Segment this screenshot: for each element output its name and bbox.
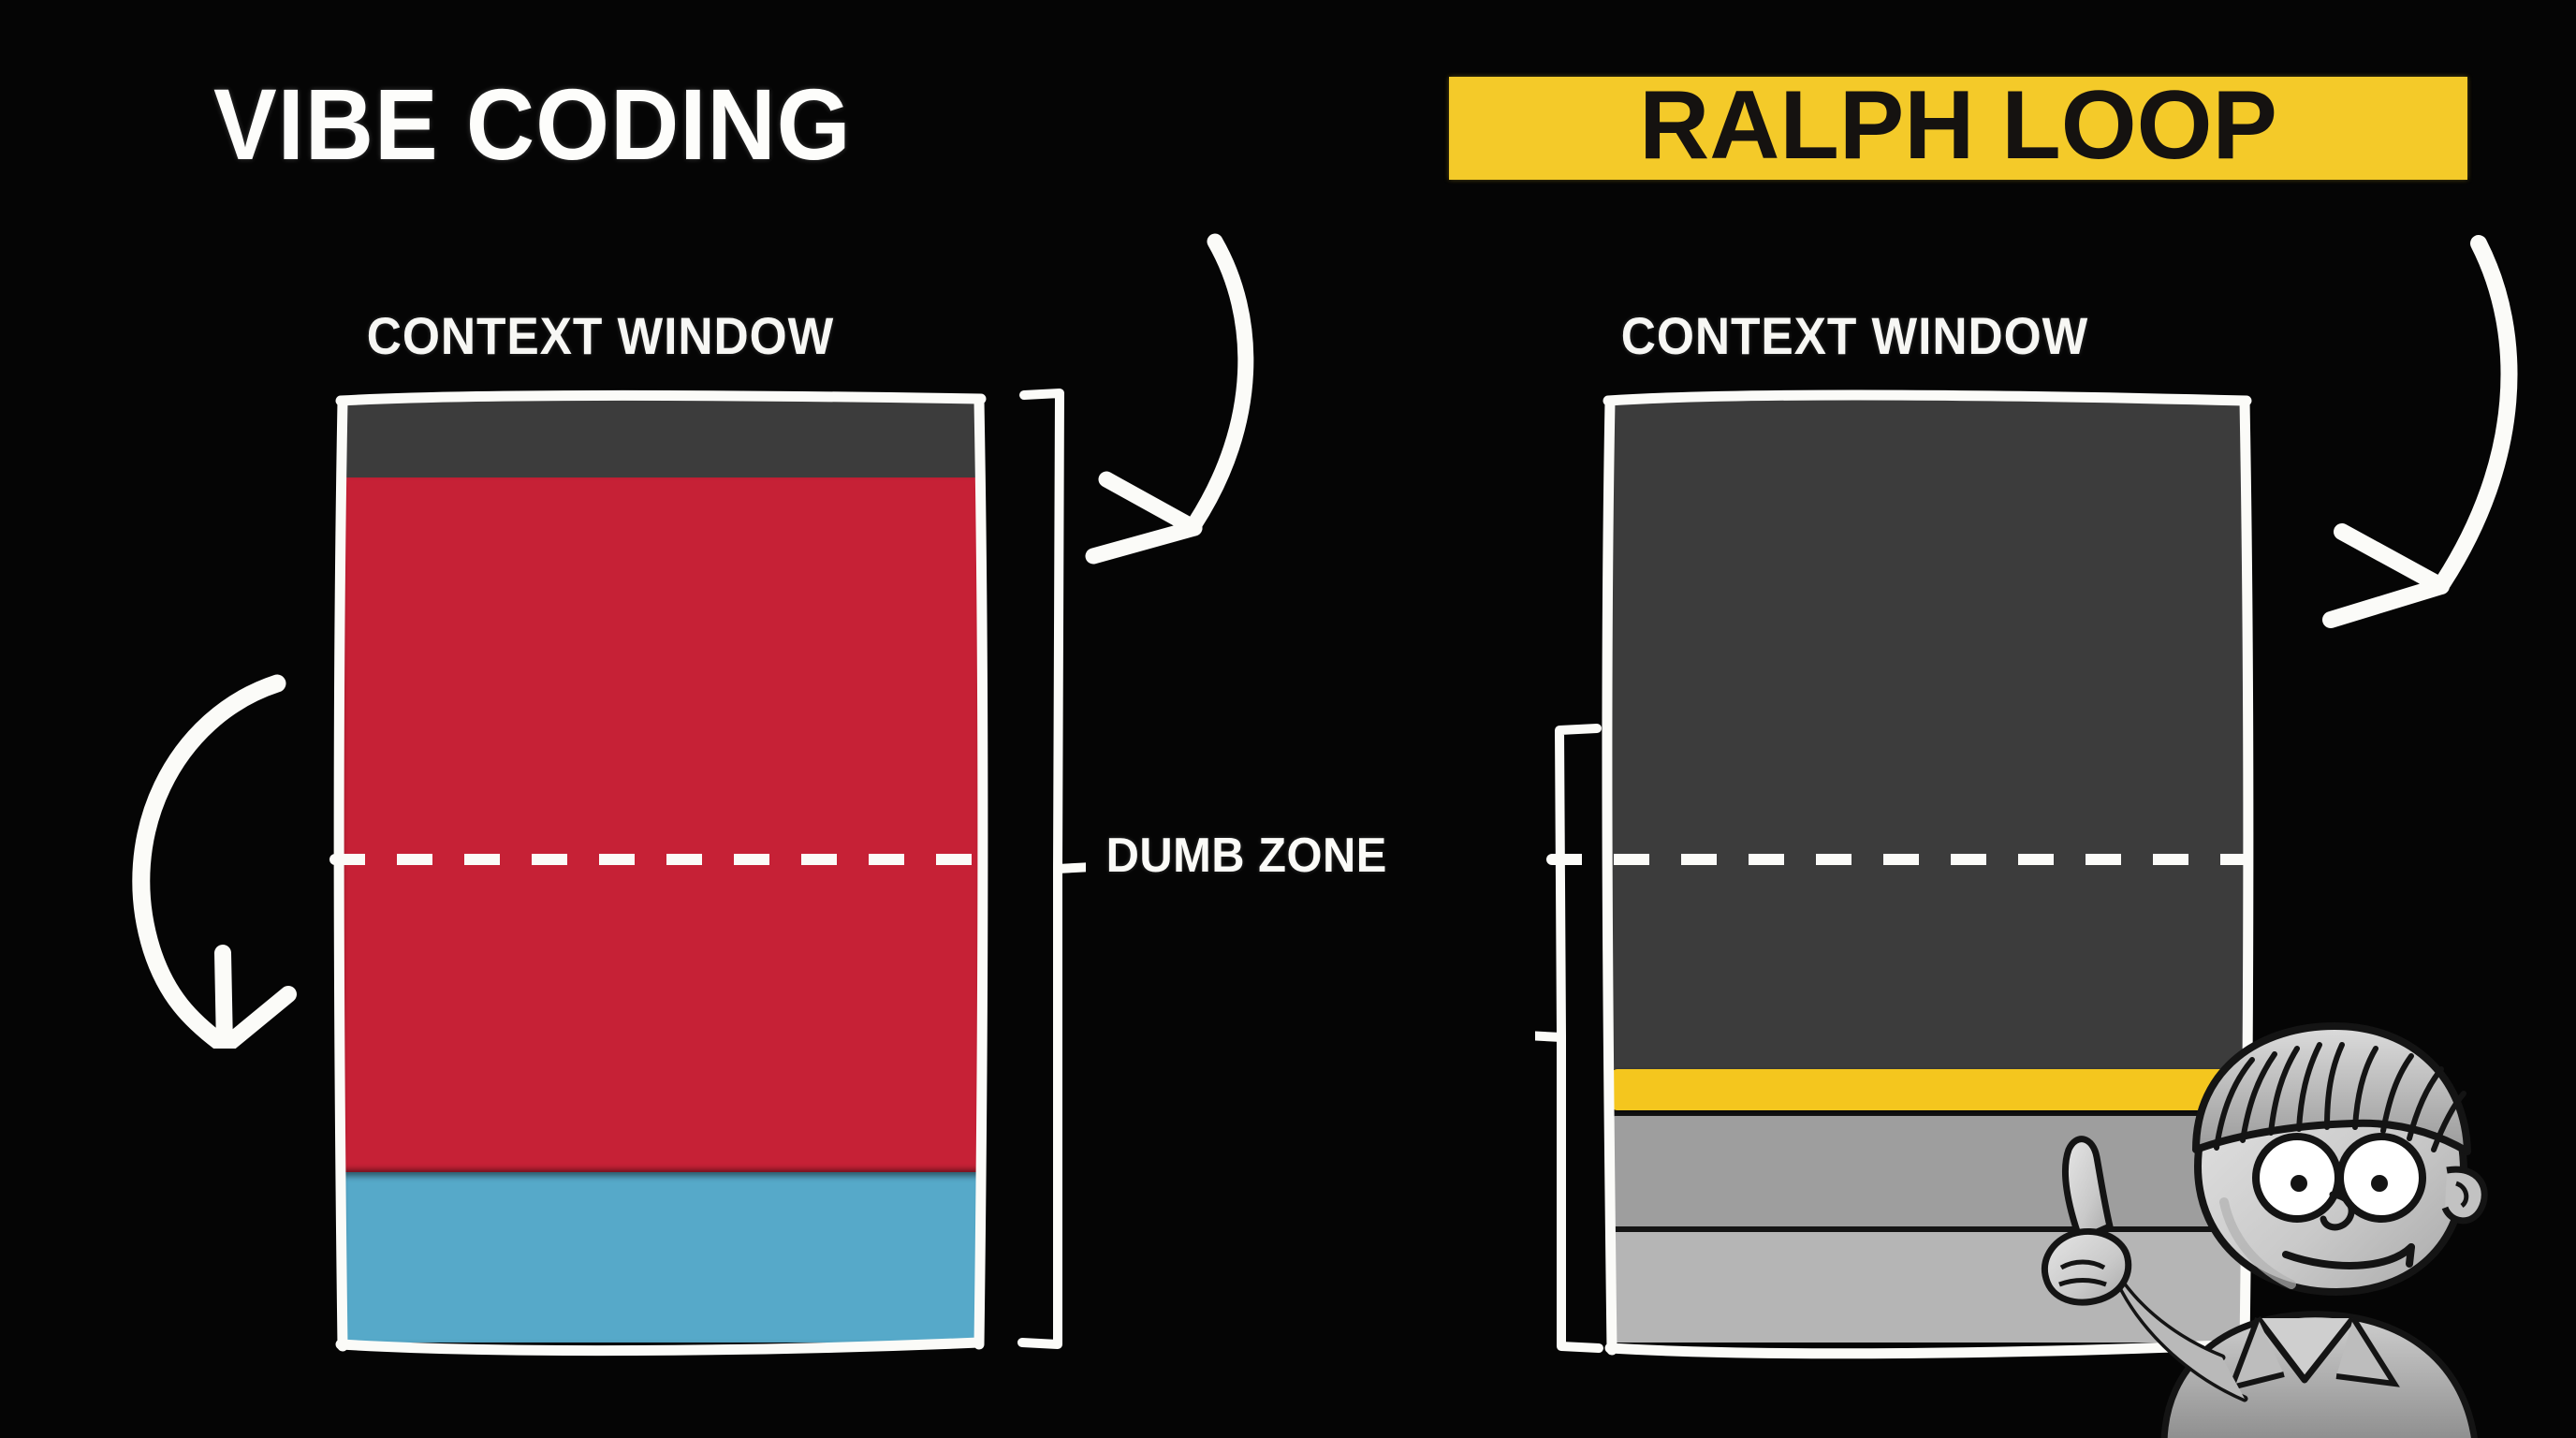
context-window-bar-left [343,399,981,1343]
segment-unused-headroom [1610,399,2247,1069]
dumb-zone-divider-left [329,854,994,865]
bracket-left-box [1017,389,1086,1349]
dumb-zone-divider-right [1546,854,2248,865]
segment-bloated-context [343,477,981,1172]
context-window-label-left: CONTEXT WINDOW [366,306,835,365]
arrow-ralph-title-to-box-icon [2322,235,2518,628]
context-window-bar-right [1610,399,2247,1343]
arrow-vibe-title-to-box-icon [1085,233,1254,565]
bracket-right-box [1535,724,1603,1353]
page-title-right: RALPH LOOP [1639,71,2277,181]
context-window-label-right: CONTEXT WINDOW [1620,306,2089,365]
page-title-right-banner: RALPH LOOP [1449,71,2467,180]
ralph-character-icon [2042,1022,2488,1438]
segment-base-context [1610,1232,2247,1343]
page-title-left: VIBE CODING [213,67,852,181]
dumb-zone-label: DUMB ZONE [1105,829,1387,883]
segment-working-context [1610,1116,2247,1226]
segment-empty-headroom [343,399,981,477]
segment-useful-context [343,1172,981,1343]
segment-guardrail [1610,1069,2247,1110]
